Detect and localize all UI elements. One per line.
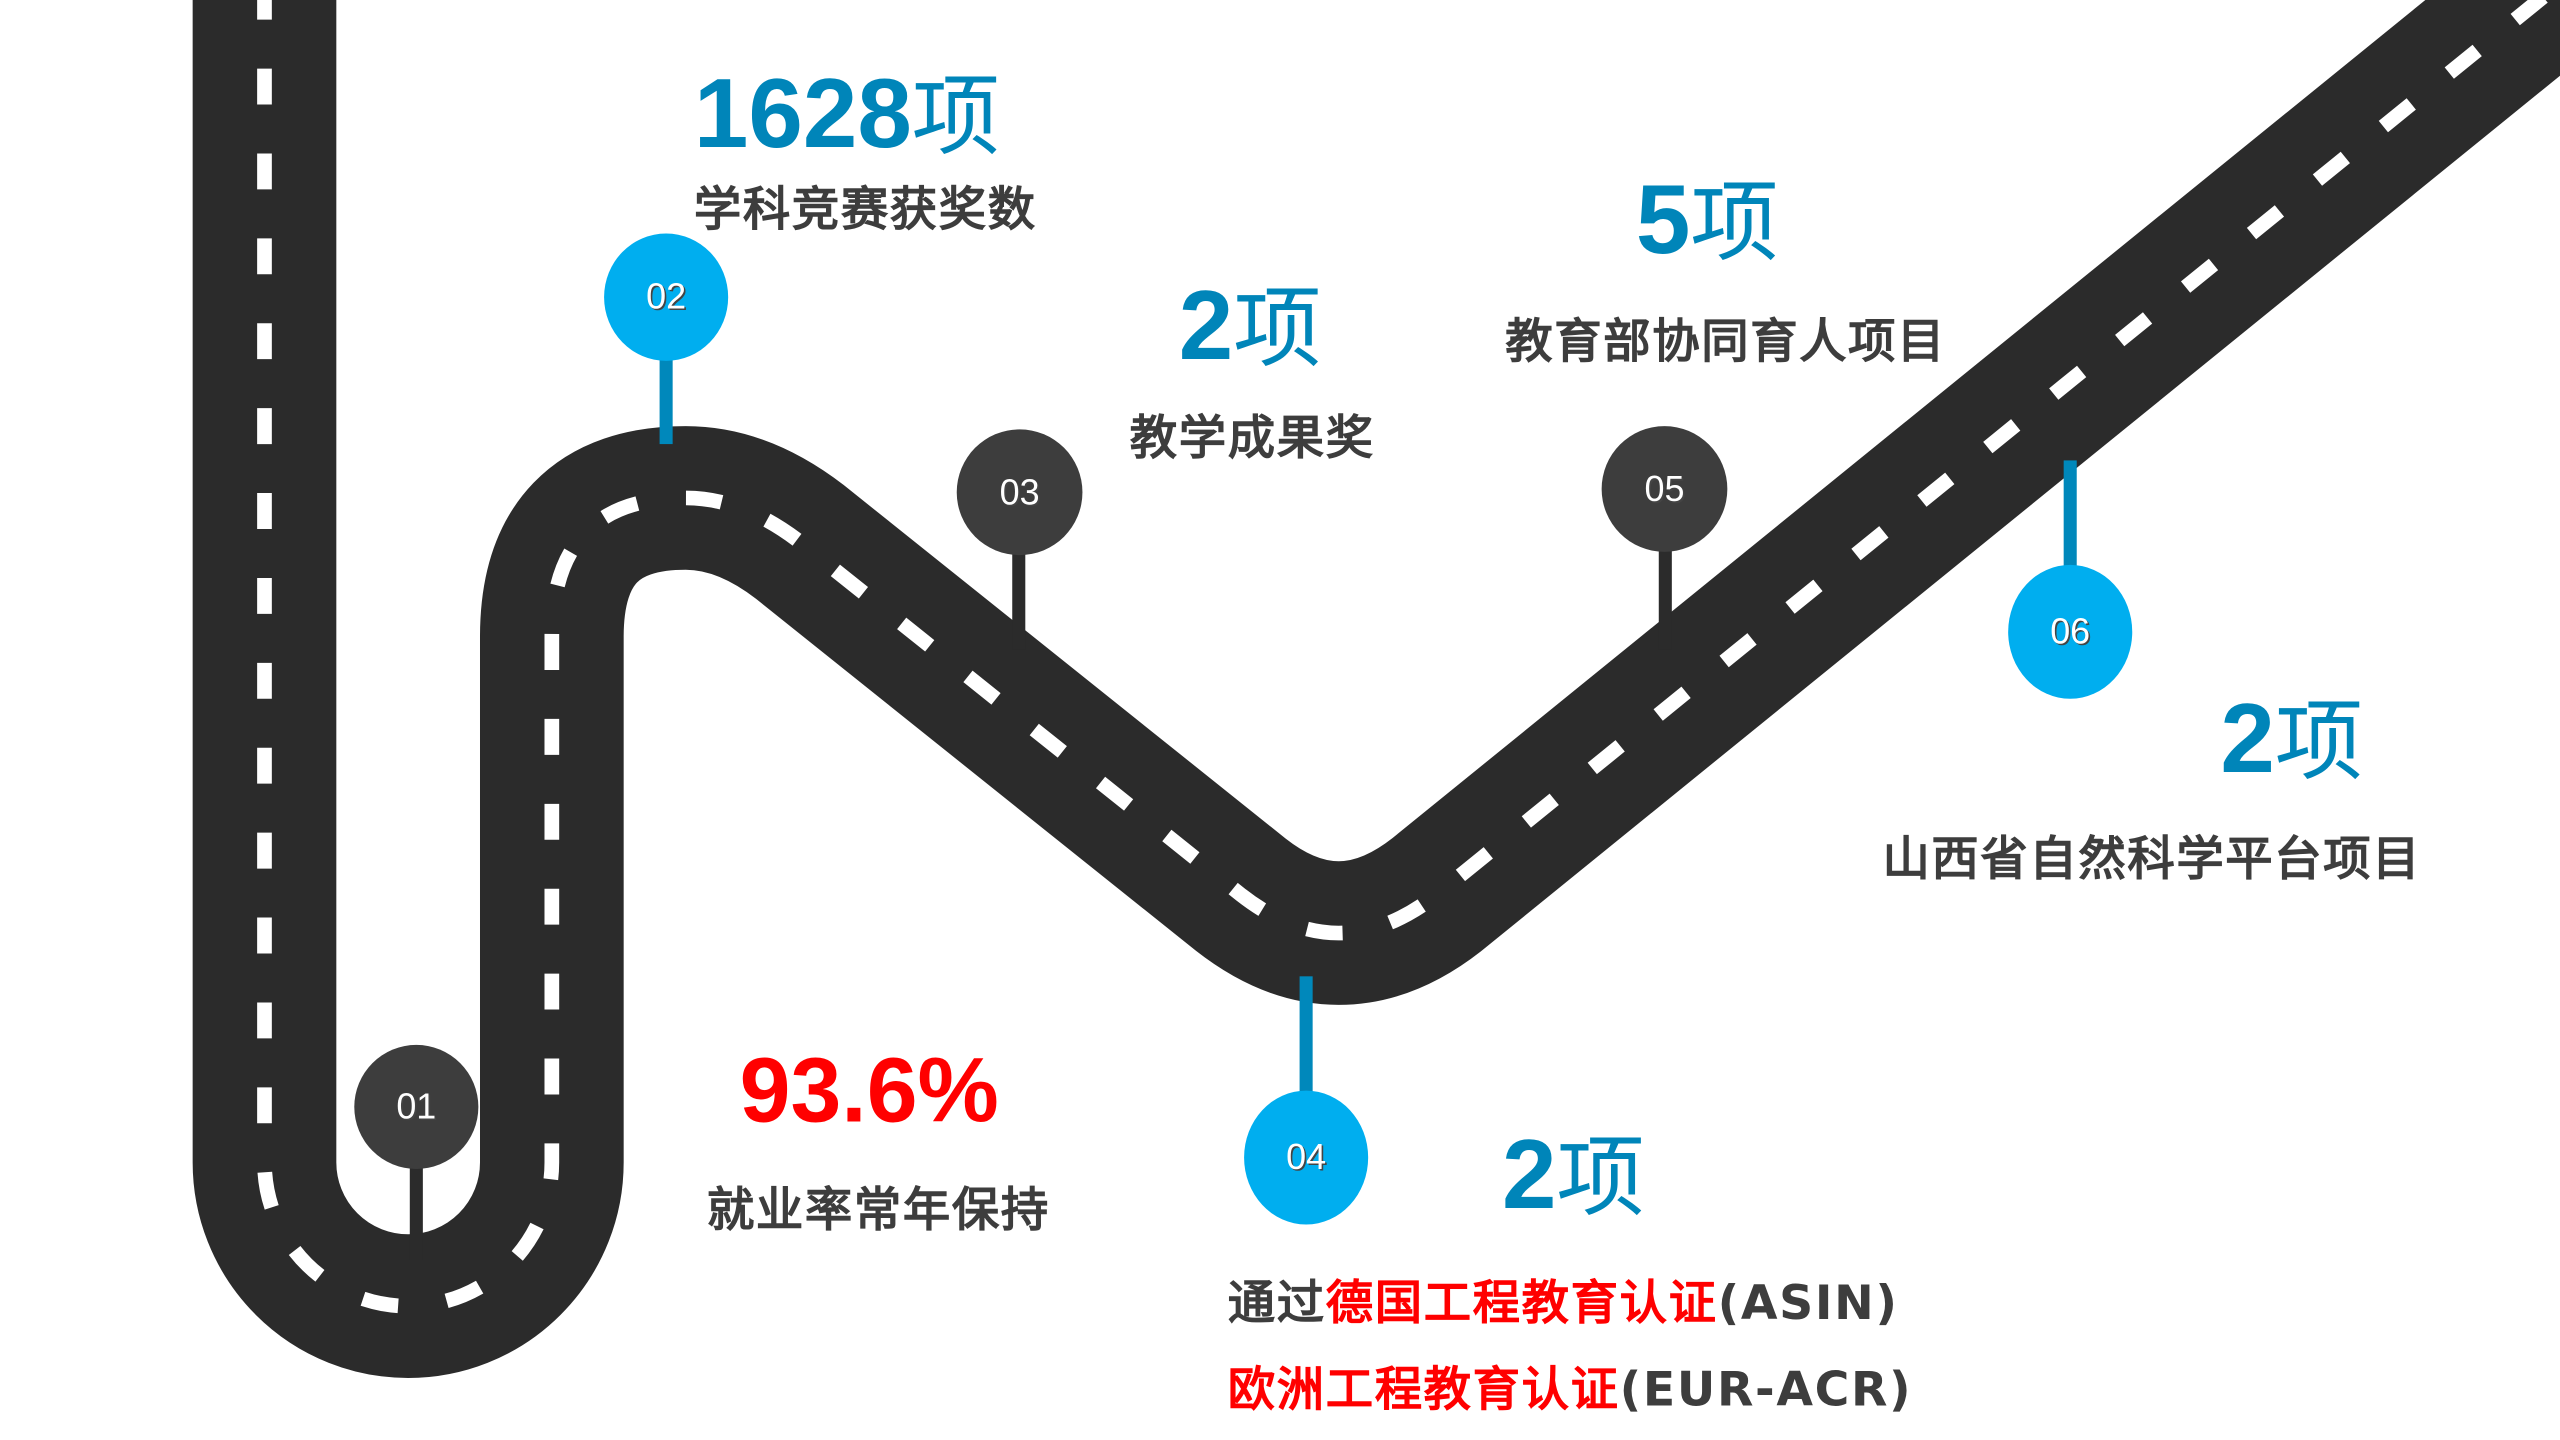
unit: 项: [2274, 690, 2364, 794]
unit: 项: [1556, 1126, 1645, 1230]
text: (EUR-ACR): [1619, 1361, 1913, 1418]
milestone-pin-04: 04: [1244, 1090, 1369, 1225]
value: 5: [1635, 164, 1691, 275]
stat-label-02: 学科竞赛获奖数: [693, 181, 1037, 237]
milestone-pin-05: 05: [1601, 426, 1728, 552]
road-surface: [192, 0, 2560, 1378]
text: 通过: [1227, 1275, 1326, 1331]
text-red: 德国工程教育认证: [1325, 1275, 1718, 1331]
unit: 项: [1233, 277, 1322, 381]
milestone-pin-02: 02: [604, 233, 729, 361]
milestone-pin-01: 01: [354, 1044, 479, 1169]
stat-value-05: 5项: [1636, 171, 1779, 269]
stat-value-01: 93.6%: [740, 1044, 999, 1136]
stat-value-06: 2项: [2220, 690, 2363, 789]
pin-01-stem: [409, 1142, 423, 1261]
stat-label-04-line2: 欧洲工程教育认证(EUR-ACR): [1228, 1352, 1913, 1421]
stat-label-04-line1: 通过德国工程教育认证(ASIN): [1228, 1265, 1899, 1334]
stat-label-05: 教育部协同育人项目: [1505, 313, 1947, 369]
pin-05-stem: [1658, 522, 1672, 650]
stat-value-04: 2项: [1502, 1126, 1645, 1225]
value: 2: [1178, 271, 1234, 381]
pin-04-stem: [1299, 976, 1313, 1107]
stat-value-03: 2项: [1179, 277, 1322, 376]
milestone-pin-06: 06: [2008, 564, 2133, 699]
value: 2: [2220, 684, 2275, 794]
value: 2: [1502, 1119, 1557, 1230]
stat-value-02: 1628项: [694, 64, 1000, 163]
milestone-pin-03: 03: [956, 429, 1083, 556]
value: 93.6%: [739, 1038, 999, 1142]
pin-06-stem: [2063, 460, 2077, 592]
value: 1628: [693, 58, 912, 169]
unit: 项: [1690, 171, 1779, 275]
stat-label-01: 就业率常年保持: [706, 1182, 1050, 1238]
stat-label-03: 教学成果奖: [1129, 409, 1375, 466]
text: (ASIN): [1717, 1275, 1899, 1331]
unit: 项: [911, 65, 1000, 169]
road-center-line: [257, 0, 2552, 1314]
stat-label-06: 山西省自然科学平台项目: [1882, 831, 2422, 887]
text-red: 欧洲工程教育认证: [1227, 1361, 1620, 1418]
